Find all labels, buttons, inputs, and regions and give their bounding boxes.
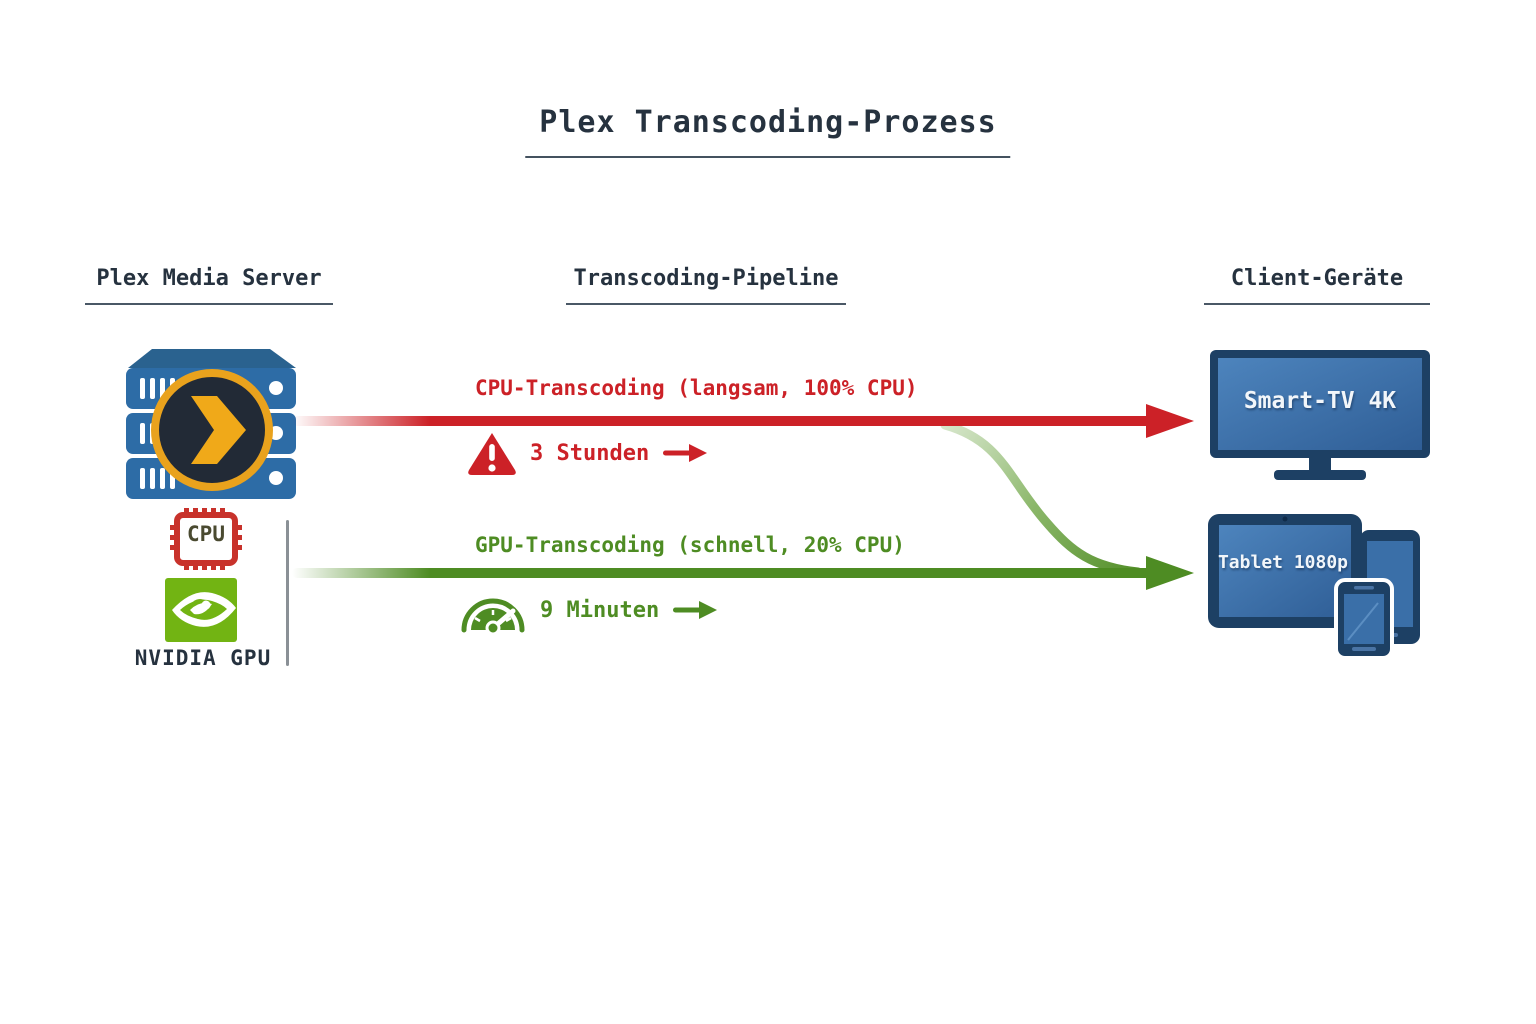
gpu-duration-text: 9 Minuten: [540, 597, 660, 623]
gpu-path-label: GPU-Transcoding (schnell, 20% CPU): [475, 533, 905, 557]
speedometer-icon: [461, 598, 525, 634]
cpu-chip-label: CPU: [187, 522, 225, 546]
pipeline-arrows: [292, 404, 1194, 590]
gpu-duration-row: 9 Minuten: [458, 586, 719, 634]
vertical-divider: [286, 520, 289, 666]
right-arrow-icon: [663, 444, 708, 462]
cpu-chip-icon: [170, 508, 242, 570]
gpu-path-arrow: [292, 556, 1194, 590]
column-header-plex-media-server: Plex Media Server: [85, 266, 333, 305]
cpu-path-arrow: [292, 404, 1194, 438]
small-phone-icon: [1334, 578, 1394, 660]
page-title: Plex Transcoding-Prozess: [525, 105, 1011, 158]
plex-server-icon: [126, 349, 296, 499]
tablet-icon: [1208, 514, 1362, 628]
tablet-phone-cluster: [1208, 514, 1420, 660]
cpu-to-gpu-curve: [940, 420, 1143, 577]
nvidia-logo-icon: [165, 578, 237, 642]
tablet-label: Tablet 1080p: [1217, 552, 1349, 573]
cpu-duration-row: 3 Stunden: [466, 430, 709, 476]
nvidia-gpu-label: NVIDIA GPU: [134, 646, 272, 670]
smart-tv-label: Smart-TV 4K: [1243, 388, 1397, 414]
column-header-transcoding-pipeline: Transcoding-Pipeline: [566, 266, 846, 305]
cpu-path-label: CPU-Transcoding (langsam, 100% CPU): [475, 376, 918, 400]
right-arrow-icon: [673, 601, 718, 619]
warning-triangle-icon: [468, 433, 516, 475]
smart-tv-icon: [1210, 350, 1430, 480]
cpu-duration-text: 3 Stunden: [530, 440, 650, 466]
plex-logo-icon: [151, 369, 273, 491]
column-header-client-geraete: Client-Geräte: [1204, 266, 1430, 305]
